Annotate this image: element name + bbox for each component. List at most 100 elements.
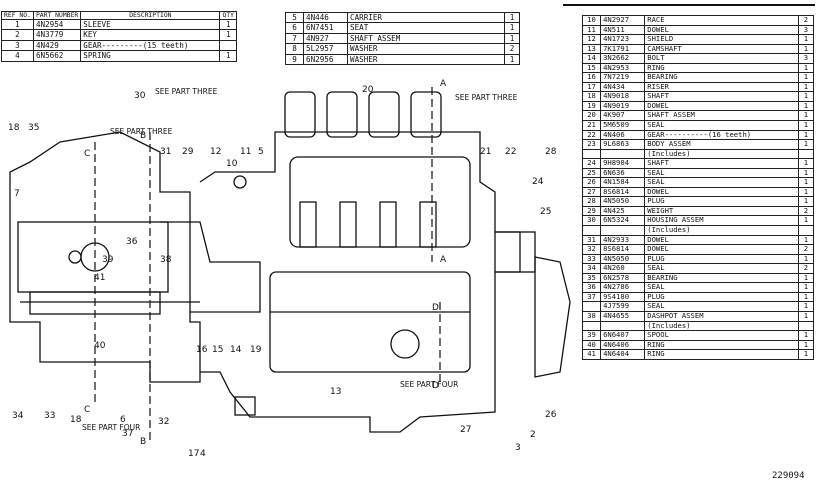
qty-cell: 1 <box>797 310 815 322</box>
qty-cell: 1 <box>797 196 815 207</box>
qty-cell: 3 <box>797 53 815 64</box>
callout-21: 21 <box>480 147 491 157</box>
description-cell: BODY ASSEM <box>644 139 799 150</box>
part-number-cell: 4N5050 <box>600 196 646 207</box>
callout-29: 29 <box>182 147 194 157</box>
qty-cell <box>797 225 815 236</box>
description-cell: GEAR---------(15 teeth) <box>80 39 221 52</box>
outlet-3 <box>368 91 400 138</box>
part-number-cell: 4N9018 <box>600 91 646 102</box>
description-cell: DASHPOT ASSEM <box>644 310 799 322</box>
qty-cell: 1 <box>797 139 815 150</box>
description-cell: KEY <box>80 29 221 41</box>
section-c-top-label: C <box>84 149 90 159</box>
outlet-4 <box>410 91 442 138</box>
top-rule <box>563 4 815 6</box>
description-cell: CAMSHAFT <box>644 43 799 55</box>
callout-27: 27 <box>460 425 471 435</box>
description-cell: DOWEL <box>644 186 799 198</box>
callout-16: 16 <box>196 345 208 355</box>
qty-cell: 1 <box>797 349 815 360</box>
description-cell: SHAFT ASSEM <box>644 110 799 121</box>
callout-28: 28 <box>545 147 557 157</box>
see-part-four-note-1: SEE PART FOUR <box>400 380 458 389</box>
callout-31: 31 <box>160 147 171 157</box>
qty-cell: 1 <box>797 330 815 341</box>
ref-no-cell: 32 <box>581 244 602 255</box>
plunger-1 <box>299 201 317 248</box>
ref-no-cell: 10 <box>581 15 602 26</box>
part-number-cell: 8S6814 <box>600 244 646 255</box>
dashpot-plug <box>68 250 82 264</box>
callout-15: 15 <box>212 345 223 355</box>
ref-no-cell: 6 <box>285 22 304 34</box>
description-cell: SEAL <box>644 177 799 188</box>
callout-26: 26 <box>545 410 557 420</box>
qty-cell: 2 <box>797 15 815 26</box>
part-number-cell: 4N2954 <box>32 18 82 31</box>
ref-no-cell: 39 <box>581 330 602 341</box>
callout-6: 6 <box>120 415 126 425</box>
part-number-cell: 9H8904 <box>600 158 646 169</box>
fuel-pump-governor-drawing: A A B B C C D D SEE PART THREE SEE PART … <box>8 79 571 459</box>
description-cell: SEAL <box>644 120 799 131</box>
section-b-top-label: B <box>140 131 146 141</box>
section-b-bottom-label: B <box>140 437 146 447</box>
part-number-cell: 6N2956 <box>303 53 348 66</box>
callout-32: 32 <box>158 417 169 427</box>
pump-body-outline <box>199 131 521 433</box>
qty-cell: 1 <box>797 72 815 83</box>
description-cell: DOWEL <box>644 244 799 255</box>
description-cell: SEAL <box>644 167 799 179</box>
callout-7: 7 <box>14 189 20 199</box>
callout-39: 39 <box>102 255 114 265</box>
qty-cell: 1 <box>219 29 237 41</box>
qty-cell: 1 <box>219 50 237 62</box>
part-number-cell: 4N927 <box>303 32 348 45</box>
description-cell: BEARING <box>644 272 799 284</box>
description-cell: SLEEVE <box>80 18 221 31</box>
table-row: (Includes) <box>581 225 815 236</box>
callout-38: 38 <box>160 255 172 265</box>
qty-cell: 2 <box>504 43 520 55</box>
description-cell: SPRING <box>80 50 221 62</box>
camshaft-housing <box>269 271 471 373</box>
qty-header: QTY <box>219 11 237 20</box>
see-part-four-note-2: SEE PART FOUR <box>82 423 140 432</box>
qty-cell: 1 <box>797 91 815 102</box>
callout-4: 4 <box>200 449 206 459</box>
plunger-2 <box>339 201 357 248</box>
part-number-cell: 4N429 <box>32 39 82 52</box>
part-number-cell: 6N6407 <box>600 330 646 341</box>
callout-18-top: 18 <box>8 123 20 133</box>
callout-10: 10 <box>226 159 238 169</box>
governor-shaft-bore <box>17 221 169 293</box>
callout-20: 20 <box>362 85 374 95</box>
qty-cell: 1 <box>504 53 520 66</box>
callout-3: 3 <box>515 443 521 453</box>
callout-19: 19 <box>250 345 262 355</box>
qty-cell: 2 <box>797 263 815 274</box>
callout-17: 17 <box>188 449 199 459</box>
qty-cell: 1 <box>219 18 237 31</box>
part-number-cell: 4N4655 <box>600 310 646 322</box>
description-cell: SPOOL <box>644 330 799 341</box>
